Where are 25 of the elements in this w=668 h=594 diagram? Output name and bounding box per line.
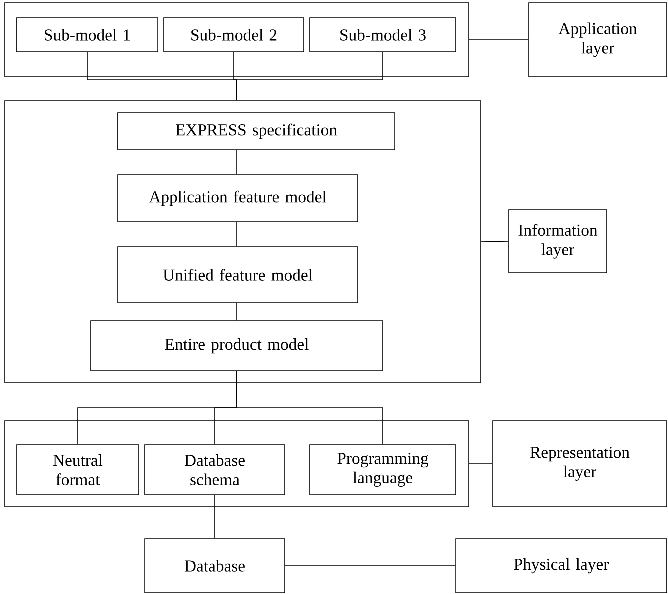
text-box: Neutral format: [16, 444, 140, 496]
text-box: Information layer: [508, 210, 608, 274]
connector-line: [236, 222, 238, 247]
connector-line: [481, 241, 509, 242]
group-box: [4, 2, 470, 78]
text-box: Unified feature model: [118, 246, 358, 304]
connector-line: [236, 303, 238, 321]
connector-line: [214, 495, 216, 539]
text-box: Sub-model 1: [16, 18, 158, 52]
group-box: [4, 100, 482, 384]
text-box: Programming language: [310, 444, 456, 496]
text-box: Sub-model 2: [164, 18, 304, 52]
connector-line: [236, 371, 384, 445]
text-box: Database schema: [144, 444, 286, 496]
text-box: Physical layer: [456, 538, 668, 594]
text-box: Representation layer: [492, 420, 668, 508]
text-box: Entire product model: [90, 320, 384, 372]
text-box: Application layer: [528, 2, 668, 78]
connector-line: [236, 150, 238, 176]
text-box: Sub-model 3: [310, 18, 456, 52]
connector-line: [236, 52, 384, 101]
text-box: Application feature model: [118, 174, 358, 222]
text-box: EXPRESS specification: [118, 112, 396, 150]
group-box: [4, 420, 470, 508]
text-box: Database: [144, 538, 286, 594]
